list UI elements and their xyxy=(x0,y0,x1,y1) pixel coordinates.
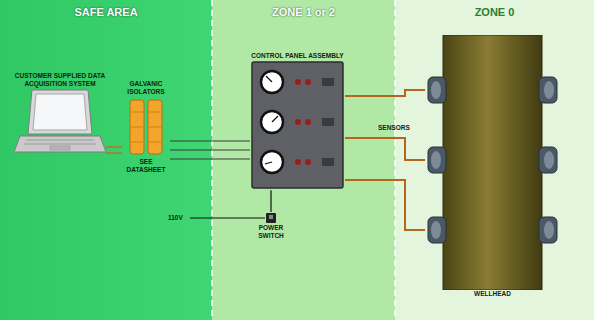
control-panel-illustration-part xyxy=(305,119,311,125)
control-panel-illustration-part xyxy=(322,158,334,166)
node-label: SAFE AREA xyxy=(0,6,212,19)
control-panel-illustration-part xyxy=(261,111,334,133)
zone-background-part xyxy=(190,217,265,218)
laptop-illustration-part xyxy=(24,144,96,145)
control-panel-illustration-part xyxy=(261,151,334,173)
node-label: ZONE 0 xyxy=(395,6,594,19)
zone-background-part xyxy=(0,0,212,320)
wellhead-illustration-part xyxy=(539,217,557,243)
isolator-illustration-part xyxy=(149,142,161,143)
wellhead-illustration-part xyxy=(544,221,554,239)
control-panel-illustration xyxy=(250,60,345,190)
control-panel-illustration-part xyxy=(265,162,272,164)
laptop-illustration-part xyxy=(14,136,106,152)
control-panel-illustration-part xyxy=(266,76,272,82)
control-panel-illustration-part xyxy=(272,116,278,122)
control-panel-illustration-part xyxy=(261,111,283,133)
zone-band: ZONE 0 WELLHEAD xyxy=(395,0,594,320)
zone-background-part xyxy=(394,0,396,320)
node-label: CONTROL PANEL ASSEMBLY xyxy=(251,52,343,60)
power-switch: POWER SWITCH xyxy=(246,212,296,240)
wellhead-illustration xyxy=(425,35,560,290)
laptop-illustration-part xyxy=(33,94,87,130)
control-panel-illustration-part xyxy=(305,159,311,165)
data-acquisition-laptop: CUSTOMER SUPPLIED DATA ACQUISITION SYSTE… xyxy=(14,72,106,160)
zone-background-part xyxy=(211,0,213,320)
isolator-illustration-part xyxy=(148,100,162,154)
cable-connector xyxy=(345,180,425,230)
cable-connector xyxy=(345,138,425,160)
wellhead-illustration-part xyxy=(428,147,446,173)
control-panel-illustration-part xyxy=(322,78,334,86)
node-label: CUSTOMER SUPPLIED DATA ACQUISITION SYSTE… xyxy=(14,72,106,88)
cable-connector xyxy=(270,190,271,212)
laptop-illustration-part xyxy=(28,90,92,134)
control-panel-illustration-part xyxy=(261,71,334,93)
switch-illustration-part xyxy=(269,215,273,219)
isolator-illustration-part xyxy=(149,127,161,128)
node-label: POWER SWITCH xyxy=(246,224,296,240)
isolator-illustration xyxy=(122,96,170,158)
control-panel-illustration-part xyxy=(305,79,311,85)
control-panel: CONTROL PANEL ASSEMBLY xyxy=(250,52,345,190)
isolator-illustration-part xyxy=(130,100,144,154)
control-panel-illustration-part xyxy=(261,71,283,93)
wellhead: WELLHEAD xyxy=(425,35,560,298)
control-panel-illustration-part xyxy=(322,118,334,126)
wellhead-illustration-part xyxy=(428,77,446,103)
wellhead-illustration-part xyxy=(544,151,554,169)
wellhead-illustration-part xyxy=(431,81,441,99)
isolator-illustration-part xyxy=(131,112,143,113)
wellhead-illustration-part xyxy=(539,77,557,103)
voltage-label: 110V xyxy=(168,214,183,222)
node-label: WELLHEAD xyxy=(474,290,511,298)
isolator-illustration-part xyxy=(131,127,143,128)
isolator-illustration-part xyxy=(149,112,161,113)
laptop-illustration-part xyxy=(26,140,94,141)
zone-band: ZONE 1 or 2 CONTROL PANEL ASSEMBLY POWER … xyxy=(212,0,395,320)
laptop-illustration-part xyxy=(50,146,70,150)
galvanic-isolator: GALVANIC ISOLATORS SEE DATASHEET xyxy=(122,80,170,175)
laptop-illustration xyxy=(14,88,106,160)
wellhead-illustration-part xyxy=(428,217,446,243)
node-label: GALVANIC ISOLATORS xyxy=(122,80,170,96)
wellhead-illustration-part xyxy=(428,77,557,243)
wellhead-illustration-part xyxy=(544,81,554,99)
cable-connector xyxy=(345,90,425,96)
wellhead-illustration-part xyxy=(431,221,441,239)
zone-band: SAFE AREA CUSTOMER SUPPLIED DATA ACQUISIT… xyxy=(0,0,212,320)
cable-connector xyxy=(170,141,250,159)
control-panel-illustration-part xyxy=(295,159,301,165)
cable-connector xyxy=(106,147,122,153)
node-label: SEE DATASHEET xyxy=(122,158,170,174)
zone-background-part xyxy=(212,0,395,320)
node-label: ZONE 1 or 2 xyxy=(212,6,395,19)
switch-illustration xyxy=(246,212,296,224)
switch-illustration-part xyxy=(266,213,276,223)
wellhead-illustration-part xyxy=(431,151,441,169)
isolator-illustration-part xyxy=(131,142,143,143)
sensor-label: SENSORS xyxy=(378,124,410,132)
control-panel-illustration-part xyxy=(261,151,283,173)
wellhead-illustration-part xyxy=(443,35,542,290)
control-panel-illustration-part xyxy=(252,62,343,188)
control-panel-illustration-part xyxy=(295,79,301,85)
control-panel-illustration-part xyxy=(295,119,301,125)
wellhead-illustration-part xyxy=(539,147,557,173)
